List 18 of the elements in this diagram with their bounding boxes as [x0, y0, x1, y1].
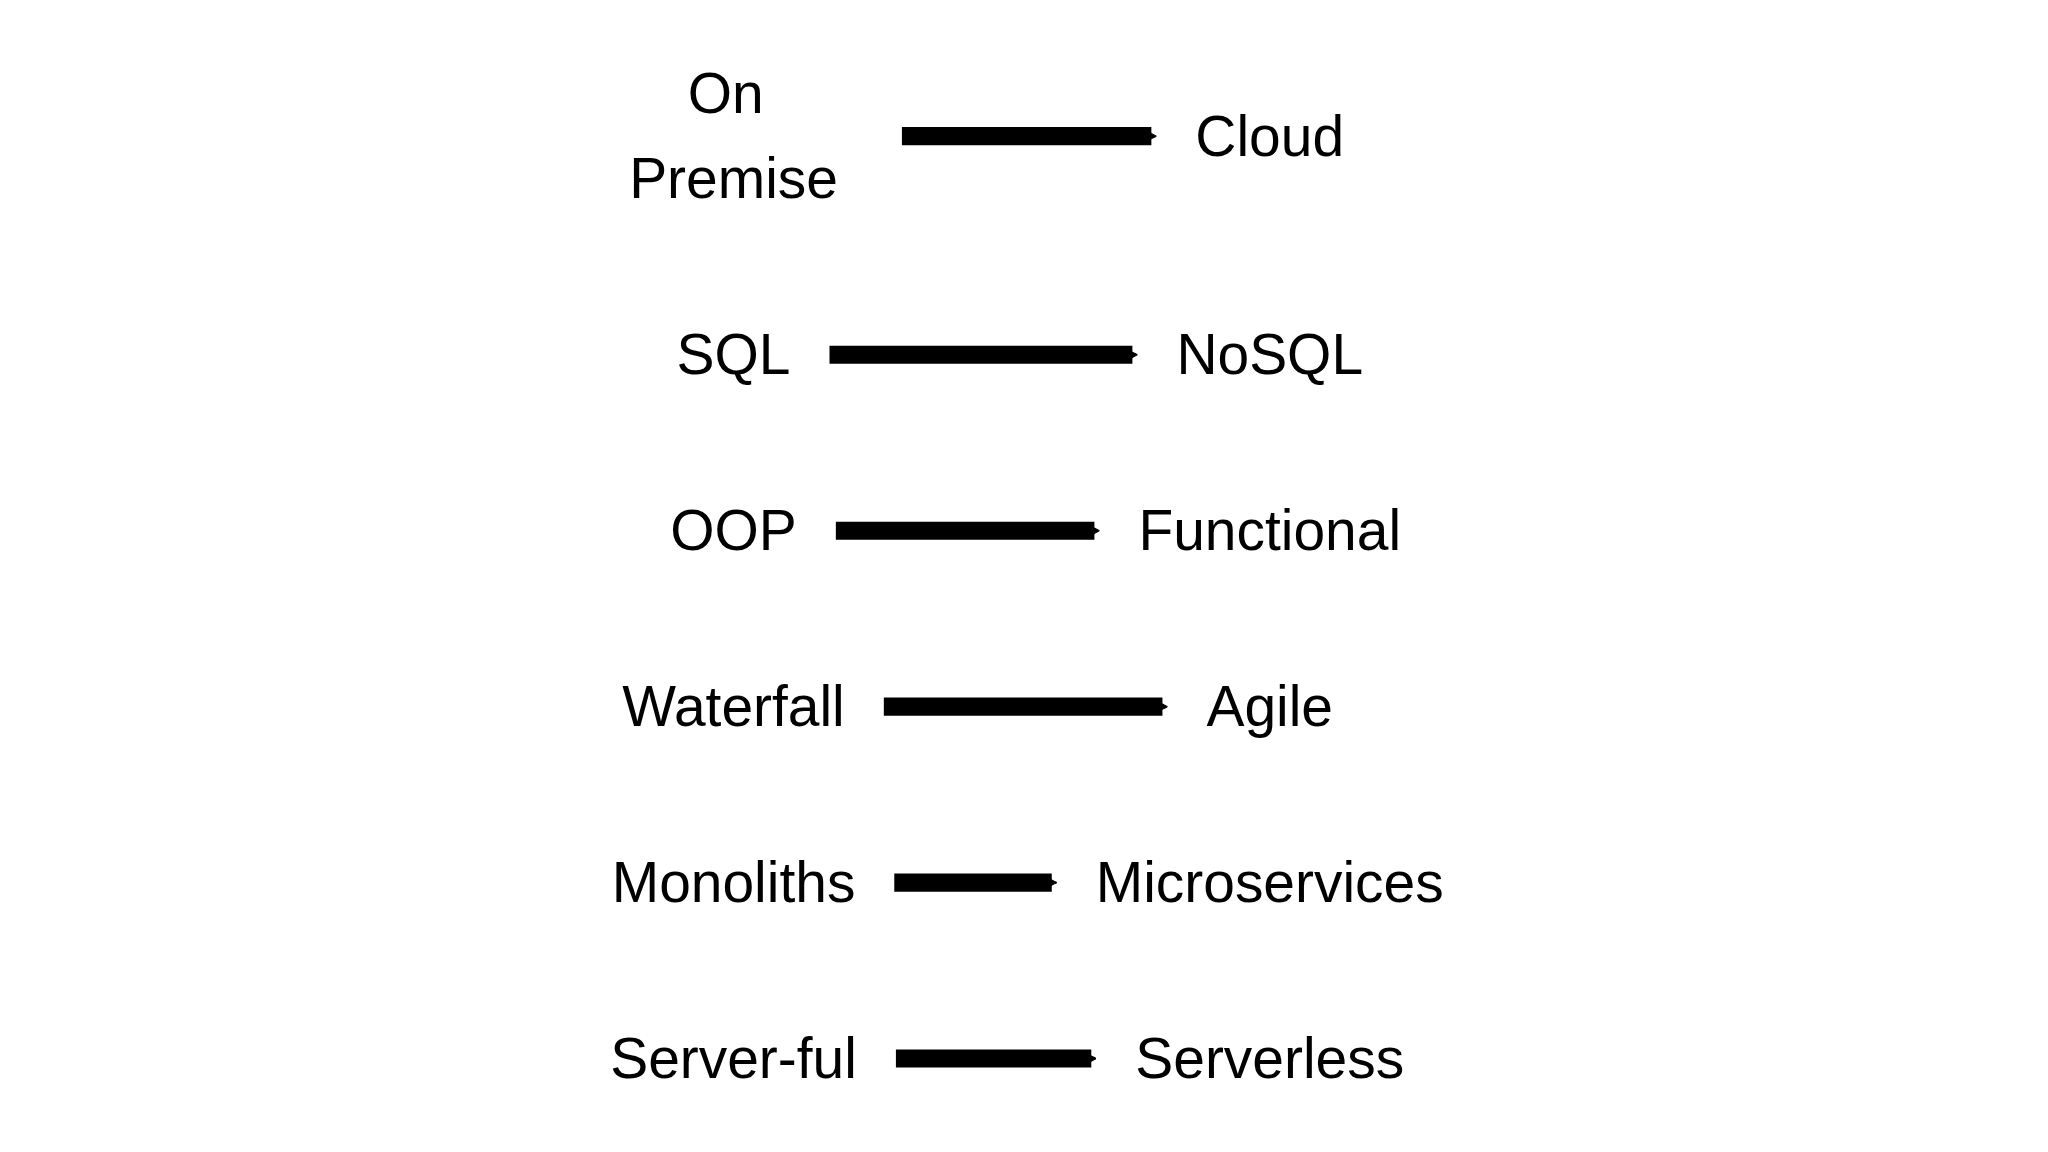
node-text: Functional: [1138, 498, 1402, 562]
node-text: Microservices: [1095, 850, 1444, 914]
arrow: [835, 521, 1101, 540]
arrow: [883, 697, 1169, 716]
arrow: [895, 1049, 1098, 1068]
node-text: Cloud: [1195, 103, 1345, 168]
node-text: Agile: [1206, 674, 1334, 738]
node-text: NoSQL: [1176, 322, 1364, 386]
arrow: [901, 127, 1158, 146]
node-text: Server-ful: [610, 1026, 857, 1090]
node-text: OOP: [670, 498, 797, 562]
node-text: Waterfall: [622, 674, 845, 738]
arrow: [894, 873, 1058, 892]
node-text: Serverless: [1135, 1026, 1405, 1090]
node-text: On Premise: [629, 61, 838, 210]
node-text: Monoliths: [611, 850, 856, 914]
arrow: [829, 345, 1139, 364]
node-text: SQL: [676, 322, 791, 386]
